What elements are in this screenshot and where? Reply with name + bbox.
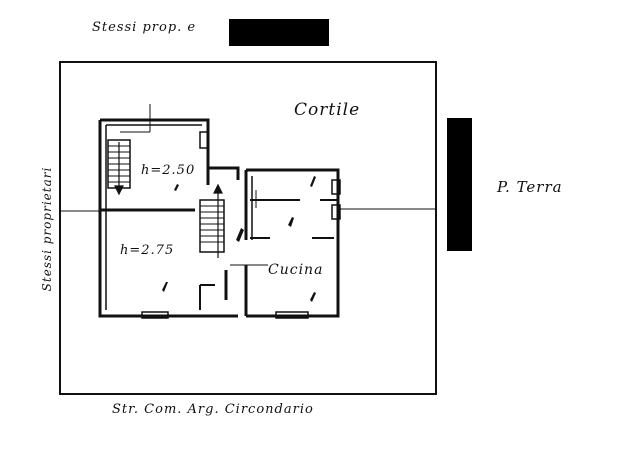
floor-label: P. Terra [497, 178, 563, 196]
bottom-street-label: Str. Com. Arg. Circondario [112, 402, 314, 417]
building-walls [98, 118, 340, 318]
windows [141, 131, 341, 319]
top-redaction [229, 19, 329, 46]
room-height-label: h=2.75 [120, 243, 175, 258]
cortile-label: Cortile [294, 100, 361, 120]
lot-boundary [59, 61, 437, 395]
stair-treads [108, 145, 224, 243]
fixture-marks [162, 176, 316, 302]
room-name-label: Cucina [268, 262, 324, 278]
left-side-label: Stessi proprietari [40, 166, 54, 292]
door-marks [120, 104, 268, 266]
stair-arrows [114, 142, 223, 258]
top-note: Stessi prop. e [92, 20, 197, 35]
side-redaction [447, 118, 472, 251]
room-height-label: h=2.50 [141, 163, 196, 178]
